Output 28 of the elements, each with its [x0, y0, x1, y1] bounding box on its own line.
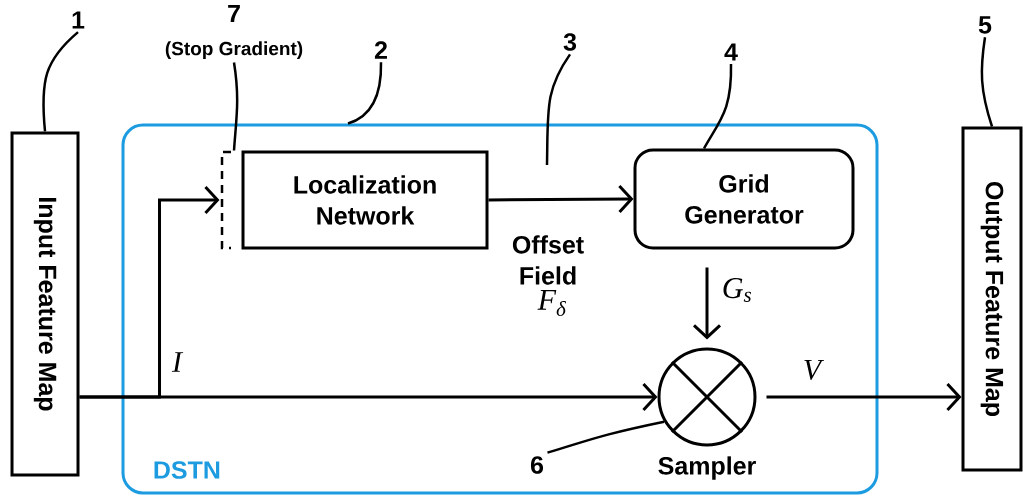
- arrow: [693, 267, 721, 340]
- callout-number: 6: [530, 456, 544, 474]
- edge-label: Offset Field: [497, 234, 599, 286]
- edge-label: G$_{s}$: [720, 277, 754, 303]
- leader-line: [232, 62, 239, 151]
- arrow: [79, 185, 220, 399]
- callout-number: 5: [978, 16, 992, 34]
- leader-line: [42, 31, 79, 132]
- leader-line: [980, 37, 994, 127]
- callout-number: 7 (Stop Gradient): [165, 4, 303, 60]
- math-symbol: F$_{δ}$: [537, 290, 567, 316]
- input-box: Input Feature Map: [10, 131, 80, 477]
- output-box: Output Feature Map: [961, 126, 1023, 472]
- callout-number: 2: [374, 41, 387, 59]
- leader-line: [702, 64, 733, 150]
- leader-line: [347, 62, 383, 125]
- leader-line: [545, 53, 572, 165]
- callout-number: 1: [72, 11, 85, 29]
- arrow: [488, 185, 634, 214]
- edge-label: I: [171, 351, 184, 373]
- edge-label: V: [801, 358, 825, 382]
- callout-number: 4: [724, 43, 738, 61]
- process-box: Localization Network: [241, 150, 489, 250]
- process-box: Grid Generator: [633, 148, 855, 250]
- arrow: [766, 382, 962, 411]
- leader-line: [547, 420, 665, 454]
- stop-gradient-bracket: [220, 150, 231, 250]
- callout-number: 3: [563, 33, 577, 51]
